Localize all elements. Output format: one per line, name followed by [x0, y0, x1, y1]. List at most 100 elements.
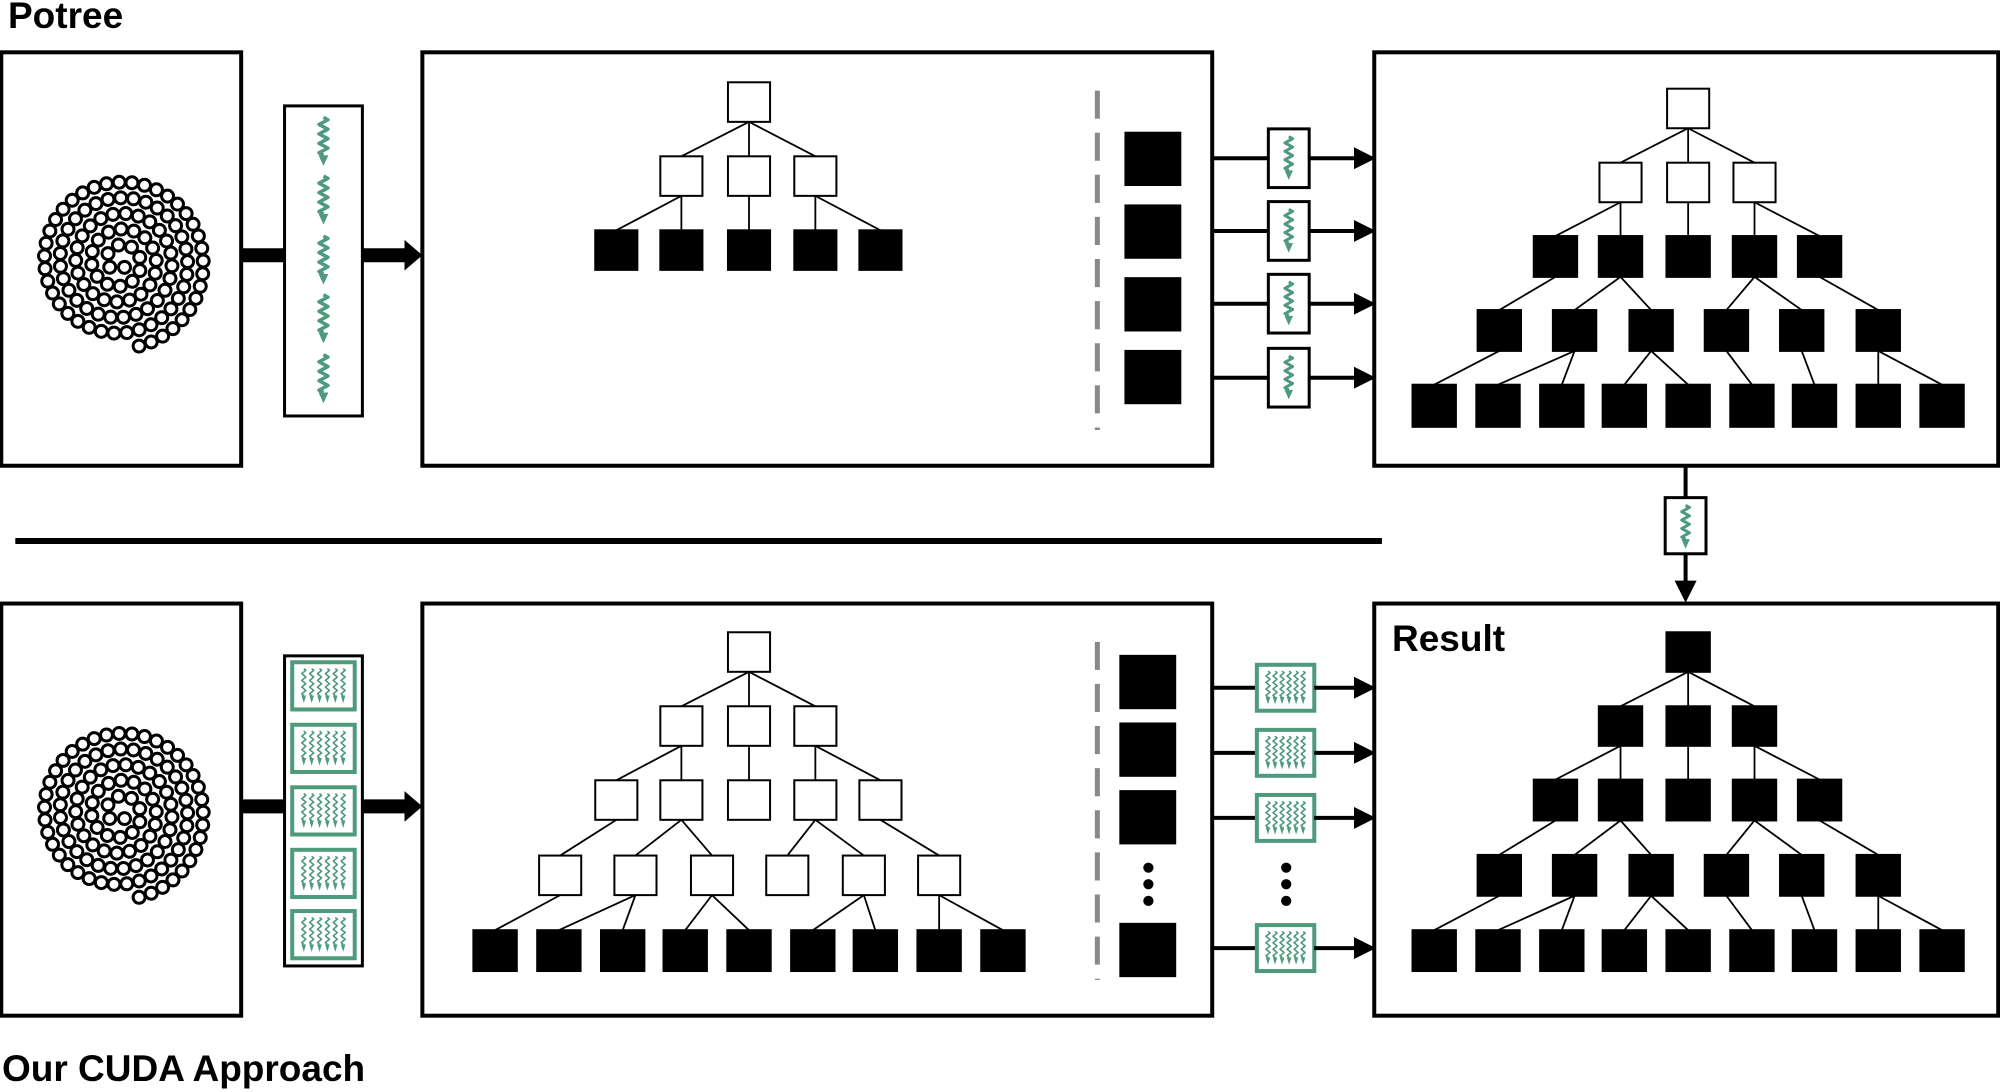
thread-block-icon [1254, 923, 1317, 974]
point [160, 739, 176, 755]
point [88, 196, 104, 212]
leaf-node-filled [1532, 778, 1579, 822]
point [131, 889, 147, 905]
point [145, 240, 161, 256]
point [133, 286, 149, 302]
tree-edge [1819, 276, 1879, 311]
point [185, 216, 201, 232]
point [102, 810, 118, 826]
point [52, 797, 68, 813]
point [149, 293, 165, 309]
pending-chunk [1124, 204, 1182, 259]
point [77, 753, 93, 769]
point [174, 780, 190, 796]
point [70, 313, 86, 329]
tree-edge [1754, 745, 1820, 781]
tree-edge [814, 745, 881, 782]
point [159, 208, 175, 224]
leaf-node-filled [852, 929, 899, 973]
tree-edge [558, 894, 636, 932]
point [69, 240, 85, 256]
point [111, 174, 127, 190]
leaf-node-filled [1597, 778, 1644, 822]
point [178, 792, 194, 808]
point [163, 796, 179, 812]
point [84, 256, 100, 272]
point [131, 873, 147, 889]
inner-node-empty [689, 854, 735, 897]
point [90, 783, 106, 799]
point [38, 235, 54, 251]
point [124, 825, 140, 840]
inner-node-empty [726, 705, 772, 747]
tree-edge [812, 894, 865, 931]
point [110, 788, 126, 804]
point [164, 258, 180, 274]
leaf-node-filled [1539, 383, 1585, 428]
point [162, 822, 178, 838]
point [55, 271, 71, 287]
tree-edge [1574, 276, 1622, 311]
leaf-node-filled [980, 929, 1026, 973]
point [106, 876, 122, 892]
point [60, 857, 76, 873]
leaf-node-filled [790, 929, 836, 973]
leaf-node-filled [594, 229, 639, 271]
tree-edge [1560, 895, 1576, 931]
point [68, 252, 84, 268]
leaf-node-filled [1476, 309, 1522, 352]
point [195, 804, 211, 820]
tree-edge [1433, 350, 1500, 386]
point [162, 270, 178, 286]
tree-edge [1725, 276, 1756, 311]
leaf-node-filled [1551, 853, 1598, 897]
point [179, 818, 195, 834]
single-thread-wavy-arrow-icon [1680, 503, 1691, 549]
point [174, 229, 190, 245]
point [82, 769, 98, 785]
point [40, 273, 56, 289]
octree-frame-top [420, 50, 1215, 468]
point [124, 239, 140, 255]
tree-edge [1623, 895, 1652, 931]
point [111, 725, 127, 741]
tree-edge [680, 121, 750, 158]
point [53, 810, 68, 825]
point [93, 875, 109, 891]
point [117, 259, 133, 275]
tree-edge [862, 894, 877, 931]
point [48, 763, 64, 779]
tree-edge [1753, 276, 1803, 311]
single-thread-wavy-arrow-icon [317, 353, 330, 404]
point [128, 306, 144, 322]
point [151, 222, 167, 238]
single-thread-wavy-arrow-icon [317, 115, 330, 166]
tree-edge [814, 819, 865, 857]
point [89, 268, 105, 284]
point [125, 191, 141, 207]
point [182, 853, 198, 869]
inner-node-empty [726, 81, 772, 123]
point [40, 824, 56, 840]
point [115, 860, 131, 876]
point [182, 302, 198, 318]
thread-block-icon [1254, 727, 1317, 778]
point [149, 200, 165, 216]
tree-edge [1819, 819, 1879, 856]
point [149, 844, 165, 860]
thread-block-icon [290, 785, 357, 837]
leaf-node-filled [599, 929, 646, 973]
point [124, 726, 140, 742]
point [117, 811, 133, 827]
point [170, 196, 186, 212]
tree-edge [938, 894, 1004, 931]
tree-edge [559, 819, 617, 857]
leaf-node-filled [1532, 235, 1579, 278]
point [118, 757, 134, 773]
vertical-ellipsis-icon [1281, 862, 1292, 906]
tree-edge [1555, 745, 1621, 781]
point [143, 334, 159, 350]
leaf-node-filled [726, 229, 772, 271]
point [109, 294, 125, 310]
